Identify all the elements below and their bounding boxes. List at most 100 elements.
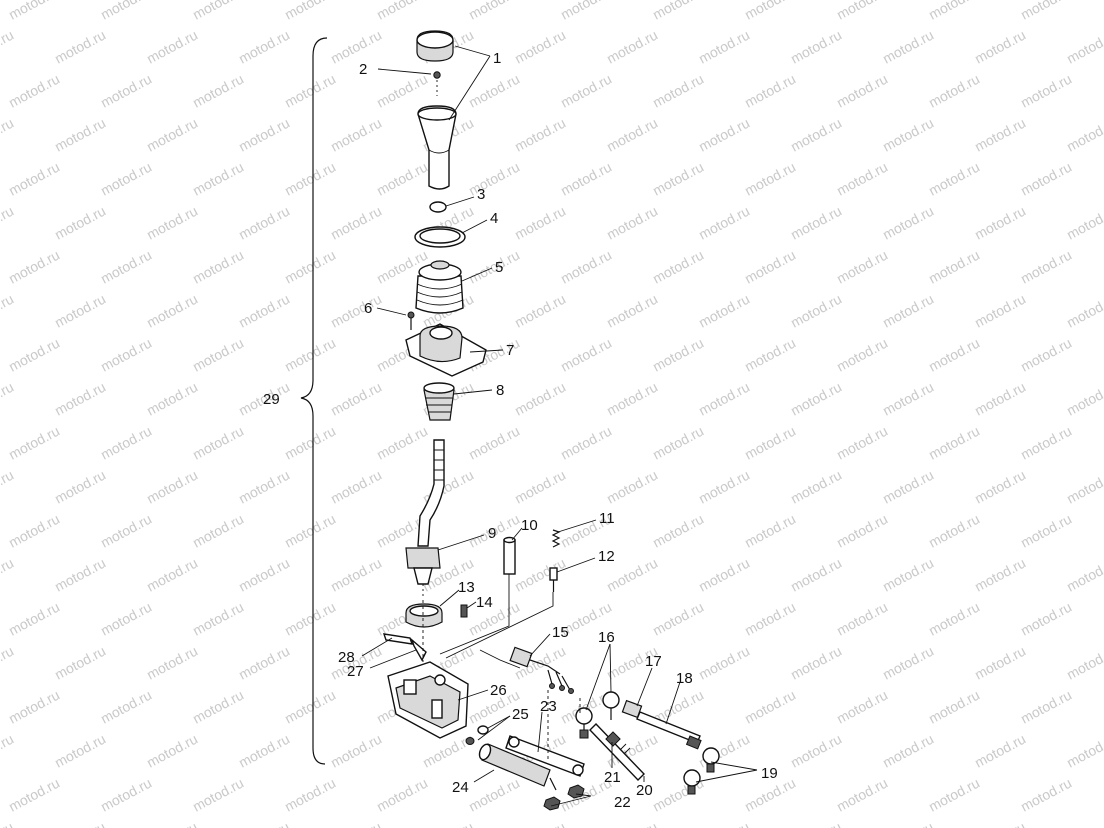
watermark-text: motod.ru bbox=[696, 115, 752, 155]
watermark-text: motod.ru bbox=[696, 27, 752, 67]
watermark-text: motod.ru bbox=[512, 467, 568, 507]
label-27: 27 bbox=[347, 663, 364, 680]
watermark-text: motod.ru bbox=[328, 203, 384, 243]
watermark-text: motod.ru bbox=[1064, 467, 1104, 507]
part-12-plunger bbox=[549, 567, 558, 592]
watermark-text: motod.ru bbox=[1018, 423, 1074, 463]
watermark-text: motod.ru bbox=[6, 71, 62, 111]
watermark-text: motod.ru bbox=[880, 115, 936, 155]
watermark-text: motod.ru bbox=[6, 423, 62, 463]
label-22: 22 bbox=[614, 794, 631, 811]
watermark-text: motod.ru bbox=[972, 115, 1028, 155]
label-28: 28 bbox=[338, 649, 355, 666]
watermark-text: motod.ru bbox=[328, 555, 384, 595]
watermark-text: motod.ru bbox=[98, 423, 154, 463]
watermark-text: motod.ru bbox=[696, 379, 752, 419]
watermark-text: motod.ru bbox=[282, 687, 338, 727]
watermark-text: motod.ru bbox=[0, 819, 16, 828]
watermark-text: motod.ru bbox=[236, 291, 292, 331]
leader-lines bbox=[361, 45, 758, 807]
watermark-text: motod.ru bbox=[52, 115, 108, 155]
part-2-screw bbox=[433, 71, 441, 96]
watermark-text: motod.ru bbox=[604, 379, 660, 419]
watermark-text: motod.ru bbox=[650, 247, 706, 287]
watermark-text: motod.ru bbox=[650, 335, 706, 375]
watermark-text: motod.ru bbox=[328, 27, 384, 67]
part-23-link-arm bbox=[505, 735, 585, 777]
label-11: 11 bbox=[599, 510, 615, 527]
watermark-text: motod.ru bbox=[604, 203, 660, 243]
watermark-text: motod.ru bbox=[282, 335, 338, 375]
watermark-text: motod.ru bbox=[282, 71, 338, 111]
watermark-text: motod.ru bbox=[696, 203, 752, 243]
label-19: 19 bbox=[761, 765, 778, 782]
watermark-text: motod.ru bbox=[512, 819, 568, 828]
part-27-28-fork bbox=[382, 633, 427, 662]
watermark-text: motod.ru bbox=[972, 643, 1028, 683]
watermark-text: motod.ru bbox=[1018, 511, 1074, 551]
part-13-collar bbox=[405, 603, 443, 628]
watermark-text: motod.ru bbox=[926, 687, 982, 727]
label-14: 14 bbox=[476, 594, 493, 611]
watermark-text: motod.ru bbox=[880, 819, 936, 828]
watermark-text: motod.ru bbox=[742, 599, 798, 639]
watermark-text: motod.ru bbox=[190, 599, 246, 639]
watermark-text: motod.ru bbox=[834, 687, 890, 727]
watermark-text: motod.ru bbox=[374, 0, 430, 23]
watermark-text: motod.ru bbox=[98, 599, 154, 639]
watermark-text: motod.ru bbox=[512, 379, 568, 419]
label-13: 13 bbox=[458, 579, 475, 596]
watermark-text: motod.ru bbox=[1064, 379, 1104, 419]
watermark-text: motod.ru bbox=[6, 687, 62, 727]
label-23: 23 bbox=[540, 698, 557, 715]
watermark-text: motod.ru bbox=[144, 291, 200, 331]
watermark-text: motod.ru bbox=[190, 775, 246, 815]
watermark-text: motod.ru bbox=[650, 0, 706, 23]
watermark-text: motod.ru bbox=[696, 643, 752, 683]
watermark-text: motod.ru bbox=[972, 291, 1028, 331]
part-19-rod-end-upper bbox=[702, 747, 720, 773]
watermark-text: motod.ru bbox=[52, 643, 108, 683]
watermark-text: motod.ru bbox=[880, 467, 936, 507]
watermark-text: motod.ru bbox=[650, 511, 706, 551]
watermark-text: motod.ru bbox=[282, 511, 338, 551]
watermark-text: motod.ru bbox=[788, 27, 844, 67]
watermark-text: motod.ru bbox=[236, 115, 292, 155]
watermark-text: motod.ru bbox=[190, 71, 246, 111]
label-9: 9 bbox=[488, 525, 496, 542]
watermark-text: motod.ru bbox=[788, 115, 844, 155]
watermark-text: motod.ru bbox=[328, 731, 384, 771]
watermark-text: motod.ru bbox=[512, 203, 568, 243]
watermark-text: motod.ru bbox=[328, 379, 384, 419]
part-5-boot bbox=[415, 260, 464, 314]
watermark-text: motod.ru bbox=[1064, 555, 1104, 595]
watermark-text: motod.ru bbox=[0, 115, 16, 155]
watermark-text: motod.ru bbox=[190, 687, 246, 727]
watermark-text: motod.ru bbox=[604, 819, 660, 828]
watermark-text: motod.ru bbox=[52, 379, 108, 419]
watermark-text: motod.ru bbox=[926, 247, 982, 287]
label-4: 4 bbox=[490, 210, 498, 227]
label-12: 12 bbox=[598, 548, 615, 565]
watermark-text: motod.ru bbox=[98, 775, 154, 815]
watermark-text: motod.ru bbox=[144, 115, 200, 155]
watermark-text: motod.ru bbox=[696, 555, 752, 595]
watermark-text: motod.ru bbox=[0, 643, 16, 683]
watermark-text: motod.ru bbox=[52, 291, 108, 331]
watermark-text: motod.ru bbox=[1018, 247, 1074, 287]
watermark-text: motod.ru bbox=[236, 555, 292, 595]
part-26-housing bbox=[387, 661, 469, 739]
watermark-text: motod.ru bbox=[282, 159, 338, 199]
watermark-text: motod.ru bbox=[98, 0, 154, 23]
part-15-connector bbox=[509, 646, 574, 694]
watermark-text: motod.ru bbox=[6, 159, 62, 199]
watermark-text: motod.ru bbox=[972, 379, 1028, 419]
watermark-text: motod.ru bbox=[834, 775, 890, 815]
watermark-text: motod.ru bbox=[328, 467, 384, 507]
watermark-text: motod.ru bbox=[144, 555, 200, 595]
watermark-text: motod.ru bbox=[558, 71, 614, 111]
watermark-text: motod.ru bbox=[466, 599, 522, 639]
watermark-text: motod.ru bbox=[972, 467, 1028, 507]
